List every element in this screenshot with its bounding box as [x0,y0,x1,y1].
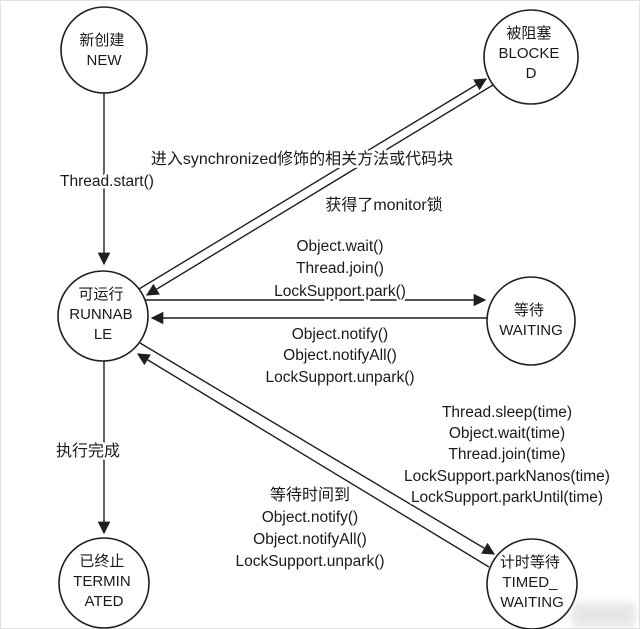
node-waiting-label: 等待 WAITING [499,301,563,339]
label-timed-object-notify-all: Object.notifyAll() [253,531,367,548]
edge-runnable-to-timed [139,342,496,555]
node-timed-waiting-circle [486,538,578,629]
node-runnable-label: 可运行 RUNNAB LE [69,286,137,343]
label-exec-done: 执行完成 [56,442,120,460]
node-new: 新创建 NEW [60,6,148,94]
node-waiting: 等待 WAITING [486,276,576,366]
node-blocked-label: 被阻塞 BLOCKE D [498,24,563,82]
label-timed-object-notify: Object.notify() [262,509,358,526]
node-runnable-circle [57,270,149,362]
label-locksupport-unpark: LockSupport.unpark() [265,369,414,386]
label-object-wait: Object.wait() [297,238,384,255]
node-timed-waiting-label: 计时等待 TIMED_ WAITING [500,553,564,611]
node-blocked-circle [483,9,579,105]
label-thread-sleep-time: Thread.sleep(time) [442,404,572,421]
watermark [572,603,636,627]
label-object-notify-all: Object.notifyAll() [283,347,397,364]
label-timed-locksupport-unpark: LockSupport.unpark() [235,553,384,570]
node-runnable: 可运行 RUNNAB LE [57,270,149,362]
label-thread-join-time: Thread.join(time) [448,446,565,463]
label-thread-start: Thread.start() [60,173,154,190]
label-got-monitor: 获得了monitor锁 [325,196,442,214]
node-terminated-circle [58,537,150,629]
label-locksupport-park-until: LockSupport.parkUntil(time) [411,489,603,506]
label-object-wait-time: Object.wait(time) [449,425,565,442]
label-enter-synchronized: 进入synchronized修饰的相关方法或代码块 [151,150,453,168]
node-new-label: 新创建 NEW [79,32,128,69]
node-timed-waiting: 计时等待 TIMED_ WAITING [486,538,578,629]
edge-timed-to-runnable [136,353,490,568]
label-object-notify: Object.notify() [292,326,388,343]
label-thread-join: Thread.join() [296,260,384,277]
label-locksupport-park-nanos: LockSupport.parkNanos(time) [404,468,610,485]
node-waiting-circle [486,276,576,366]
edge-blocked-to-runnable [145,84,494,296]
node-new-circle [60,6,148,94]
node-blocked: 被阻塞 BLOCKE D [483,9,579,105]
label-wait-time-up: 等待时间到 [270,486,350,504]
label-locksupport-park: LockSupport.park() [274,283,406,300]
node-terminated-label: 已终止 TERMIN ATED [73,553,135,610]
node-terminated: 已终止 TERMIN ATED [58,537,150,629]
edge-runnable-to-blocked [138,78,488,290]
